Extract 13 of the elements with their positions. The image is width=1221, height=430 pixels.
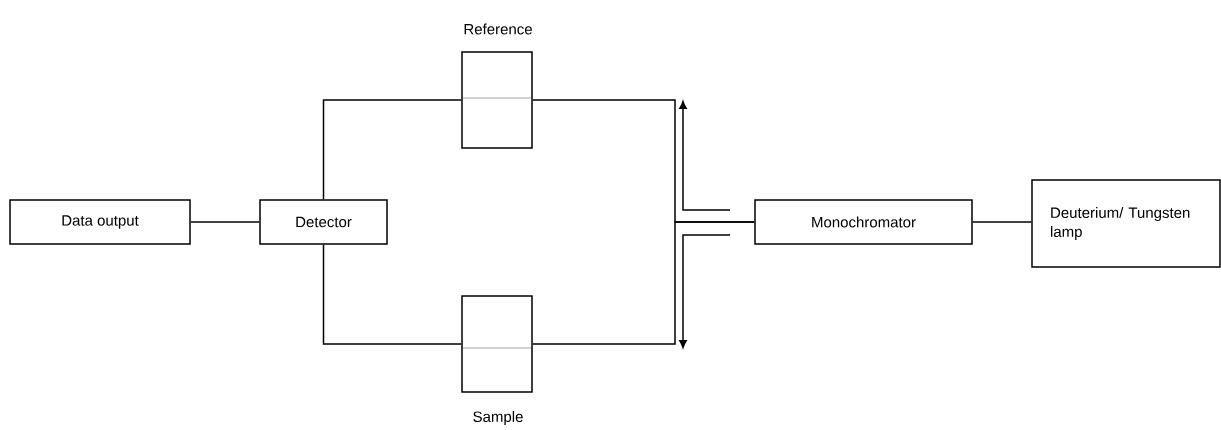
connector-line [972, 221, 1032, 223]
process-box: Detector [259, 199, 388, 245]
node-label: Sample [473, 411, 523, 425]
connector-line [322, 99, 462, 200]
process-box: Monochromator [754, 199, 973, 245]
connector-line [190, 221, 260, 223]
lamp-box: Deuterium/ Tungsten lamp [1031, 179, 1221, 268]
connector-line [322, 244, 462, 345]
cuvette: Reference [461, 23, 533, 149]
connector-line [532, 221, 755, 345]
process-box: Data output [9, 199, 191, 245]
cuvette: Sample [461, 295, 533, 425]
node-label: Reference [464, 23, 532, 35]
